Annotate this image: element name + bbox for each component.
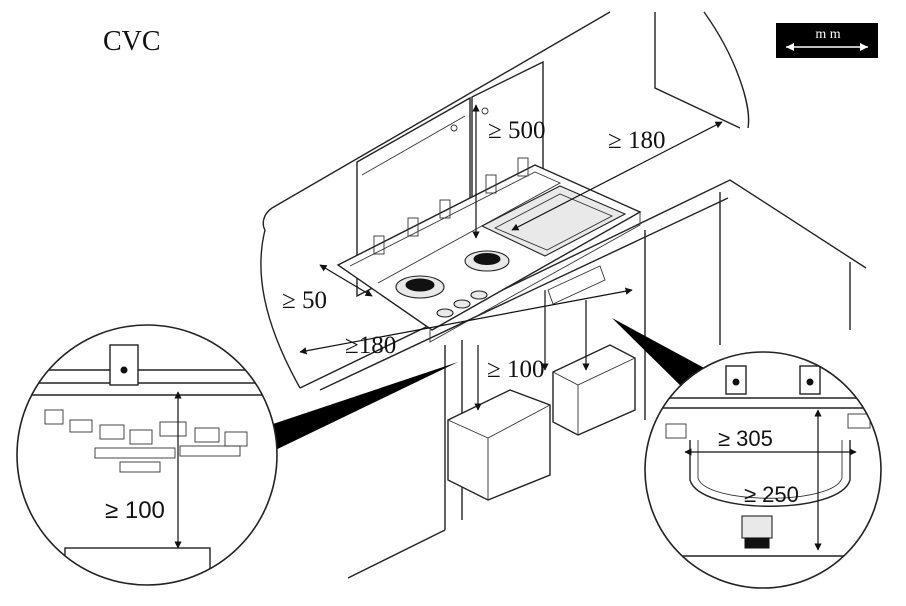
pointer-left (255, 362, 458, 455)
diagram-title: CVC (103, 26, 161, 57)
units-label: m m (815, 27, 840, 42)
dim-front-left: ≥180 (345, 332, 396, 359)
dim-left-detail: ≥ 100 (105, 497, 165, 524)
dim-hood-height: ≥ 500 (488, 117, 545, 144)
dim-top-depth: ≥ 180 (608, 127, 665, 154)
dim-right-detail-width: ≥ 305 (718, 426, 773, 451)
detail-circle-right: ≥ 305 ≥ 250 (644, 351, 882, 589)
detail-circle-left: ≥ 100 (16, 324, 278, 586)
dimension-lines (299, 104, 723, 411)
double-arrow-icon (786, 43, 868, 51)
pointer-right (612, 318, 708, 395)
burner-right (464, 250, 510, 272)
units-badge: m m (776, 23, 878, 58)
dim-right-detail-depth: ≥ 250 (744, 482, 799, 507)
wall-hood (260, 11, 750, 389)
dim-left-side: ≥ 50 (282, 287, 327, 314)
burner-left (395, 275, 445, 299)
dim-below-counter: ≥ 100 (487, 356, 544, 383)
under-counter-boxes (447, 265, 636, 501)
